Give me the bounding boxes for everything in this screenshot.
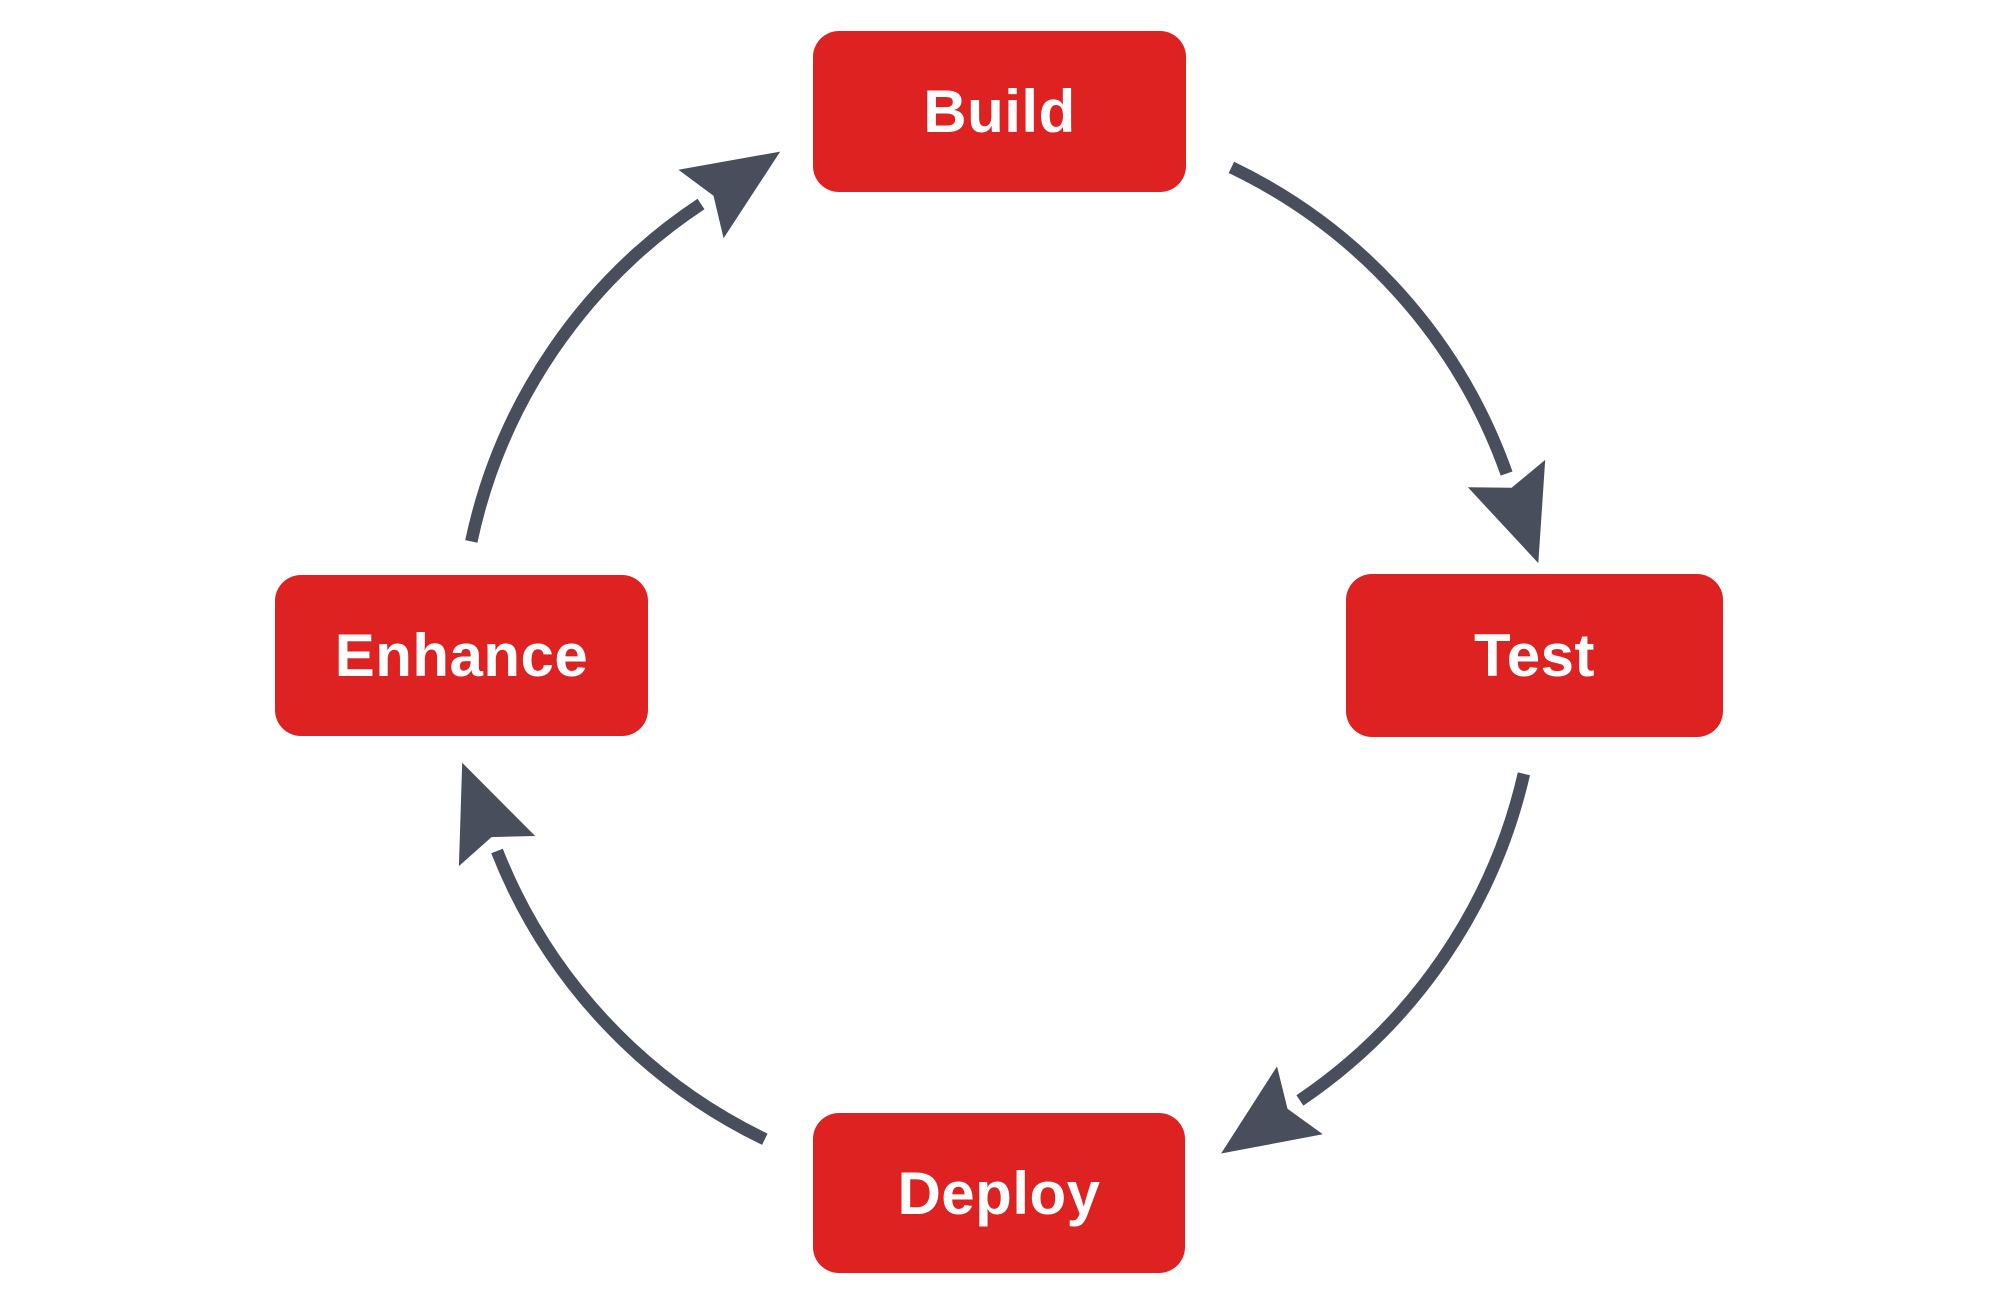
arrow-test-to-deploy <box>1221 772 1530 1154</box>
arrow-build-to-test <box>1228 161 1546 564</box>
node-label: Enhance <box>334 622 589 689</box>
node-label: Deploy <box>897 1159 1101 1227</box>
arrow-enhance-to-build <box>465 151 781 543</box>
arrowhead-icon <box>458 762 536 867</box>
node-label: Build <box>923 78 1076 145</box>
node-label: Test <box>1474 622 1595 689</box>
node-test: Test <box>1346 574 1723 737</box>
arrowhead-icon <box>1467 459 1546 564</box>
arrow-deploy-to-enhance <box>458 762 768 1145</box>
node-build: Build <box>813 31 1186 192</box>
arrowhead-icon <box>678 151 781 239</box>
node-deploy: Deploy <box>813 1113 1185 1273</box>
arrowhead-icon <box>1221 1066 1323 1154</box>
node-enhance: Enhance <box>275 575 648 736</box>
